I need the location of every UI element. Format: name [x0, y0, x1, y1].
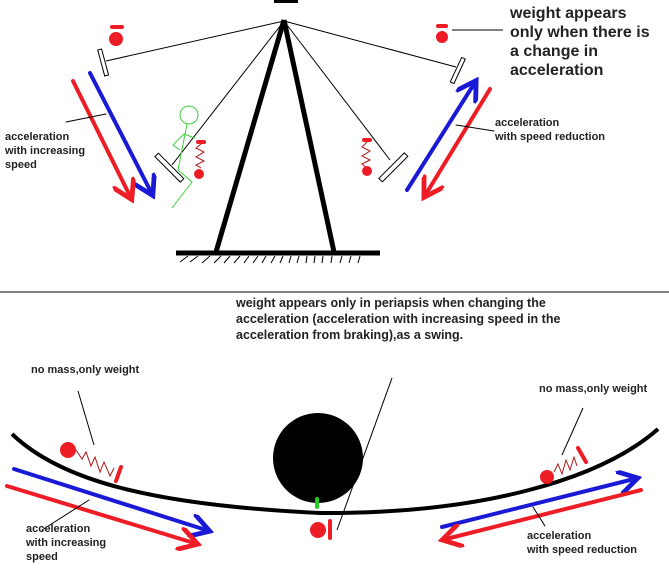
ground-hatching: [179, 255, 361, 264]
top-left-arrows: [65, 71, 151, 196]
spring-weight-icon: [194, 138, 372, 179]
periapsis-weight-icon: [310, 519, 332, 540]
bottom-right-mass-label: no mass,only weight: [539, 383, 648, 395]
person-icon: [171, 105, 199, 209]
top-title-note: weight appears only when there is a chan…: [510, 5, 650, 79]
bottom-left-arrows-label: acceleration with increasing speed: [26, 523, 107, 563]
swing-frame-icon: [176, 0, 380, 256]
planet-icon: [273, 413, 363, 509]
orbit-path: [10, 427, 660, 516]
bottom-left-arrows: [5, 467, 206, 543]
bottom-left-mass-label: no mass,only weight: [31, 364, 140, 376]
bottom-title-note: weight appears only in periapsis when ch…: [236, 296, 561, 342]
top-right-arrows: [405, 84, 495, 194]
weight-icon: [109, 24, 448, 46]
top-right-arrows-label: acceleration with speed reduction: [495, 117, 606, 143]
left-spring-weight-icon: [60, 390, 123, 483]
bottom-right-arrows-label: acceleration with speed reduction: [527, 530, 638, 556]
right-spring-weight-icon: [540, 407, 588, 484]
swing-seats: [97, 48, 466, 183]
swing-ropes: [105, 20, 457, 166]
periapsis-leader: [336, 377, 393, 531]
bottom-right-arrows: [442, 479, 643, 539]
top-left-arrows-label: acceleration with increasing speed: [5, 131, 86, 171]
